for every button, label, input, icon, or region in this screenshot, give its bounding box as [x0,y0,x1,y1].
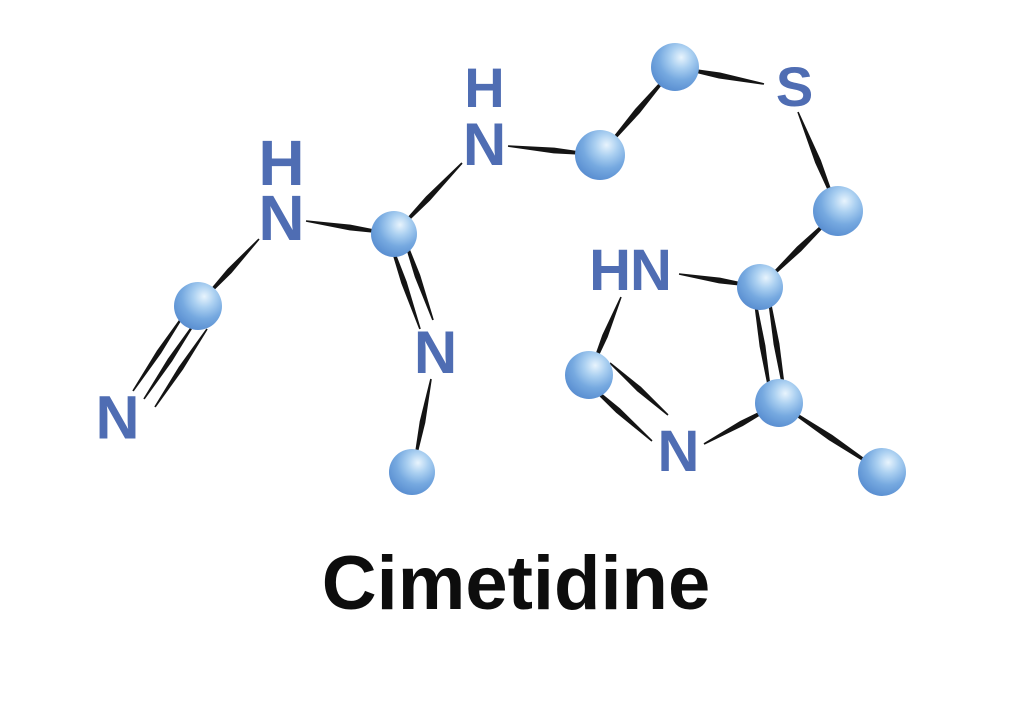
atom-sphere-c-ring-right [755,379,803,427]
atom-sphere-c-guanidine [371,211,417,257]
bond-nitrilec-nh [199,238,260,304]
atom-sphere-c-ring-top [737,264,783,310]
atom-label-h-amine-left: H [258,127,304,199]
bond-imine-double-2 [401,231,434,321]
bond-imine-double-1 [387,235,421,330]
atom-label-h-amine-mid: H [464,56,504,119]
bond-iminen-methyl [413,378,432,466]
bond-nitrile-triple-3 [132,312,186,392]
molecule-title: Cimetidine [321,541,711,626]
atom-sphere-c-ring-left [565,351,613,399]
bond-s-ch2b [797,111,839,212]
bond-ring-double-b2 [752,287,773,405]
bond-nitrile-triple-1 [143,320,197,400]
bond-ring-double-a2 [609,362,669,416]
atom-sphere-c-ch2-sulfur [651,43,699,91]
atom-sphere-c-ring-methyl [858,448,906,496]
atom-label-hn-imidazole: HN [589,238,672,303]
atom-label-s-thioether: S [775,55,813,118]
atom-label-n-amine-mid: N [462,111,506,178]
bond-ch2b-ringtop [759,210,839,288]
bond-ring-double-b1 [766,285,787,403]
atom-label-n-imine: N [413,319,457,386]
atom-sphere-c-s-ch2 [813,186,863,236]
atom-label-n-imidazole: N [657,419,700,484]
atom-label-n-nitrile: N [95,383,139,452]
bond-guanidinec-nh2 [393,162,463,235]
bond-ringright-methyl [778,402,883,473]
atom-sphere-c-n-methyl [389,449,435,495]
atom-sphere-c-nitrile [174,282,222,330]
atom-label-n-amine-left: N [258,182,304,254]
atom-sphere-c-ch2-amine [575,130,625,180]
bond-ch2-ch2 [599,66,676,156]
bond-nitrile-triple-2 [154,328,208,408]
